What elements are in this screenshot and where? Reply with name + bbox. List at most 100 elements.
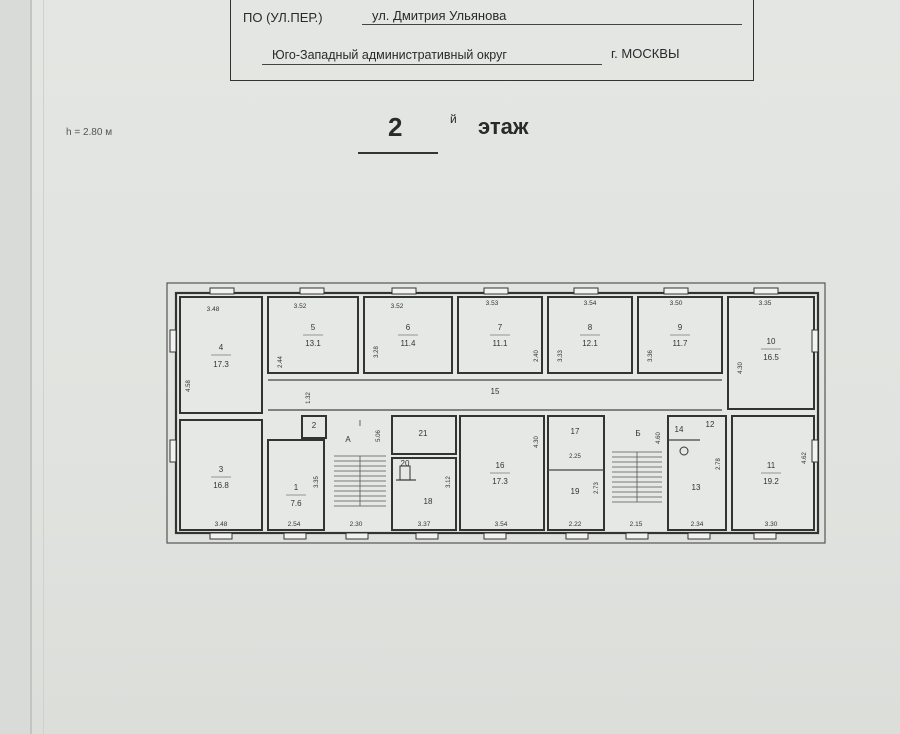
room-number: 16 xyxy=(496,461,505,470)
room-number: 11 xyxy=(767,461,776,470)
dimension-label: 3.12 xyxy=(446,476,452,488)
wall-room-21 xyxy=(391,415,457,455)
wall-room-4 xyxy=(179,296,263,414)
street-value: ул. Дмитрия Ульянова xyxy=(372,8,507,23)
room-number: 12 xyxy=(706,420,715,429)
wall-room-13 xyxy=(667,415,727,531)
dimension-label: 4.62 xyxy=(802,452,808,464)
dimension-label: 3.50 xyxy=(670,300,683,307)
room-number: 4 xyxy=(219,343,224,352)
wall-room-6 xyxy=(363,296,453,374)
floor-number-underline xyxy=(358,152,438,154)
room-number: 8 xyxy=(588,323,593,332)
window xyxy=(209,532,233,540)
room-number: 18 xyxy=(424,497,433,506)
wall-room-3 xyxy=(179,419,263,531)
room-area: 16.5 xyxy=(763,353,779,362)
wall-room-16 xyxy=(459,415,545,531)
wall-room-9 xyxy=(637,296,723,374)
toilet-fixture xyxy=(399,465,411,481)
ceiling-height-note: h = 2.80 м xyxy=(66,127,113,138)
district-value: Юго-Западный административный округ xyxy=(272,48,507,62)
wall-room-17-19 xyxy=(547,415,605,531)
dimension-label: 2.40 xyxy=(534,350,540,362)
room-number: 21 xyxy=(419,429,428,438)
dimension-label: 1.32 xyxy=(306,392,312,404)
room-number: 5 xyxy=(311,323,316,332)
room-number: 3 xyxy=(219,465,224,474)
dimension-label: 4.30 xyxy=(738,362,744,374)
staircase-a xyxy=(334,455,386,507)
room-number: 20 xyxy=(401,459,410,468)
window xyxy=(753,287,779,295)
window xyxy=(663,287,689,295)
dimension-label: 4.58 xyxy=(186,380,192,392)
dimension-label: 3.48 xyxy=(207,306,220,313)
room-number: 2 xyxy=(312,421,317,430)
dimension-label: 3.35 xyxy=(759,300,772,307)
room-number: 7 xyxy=(498,323,503,332)
district-underline xyxy=(262,64,602,65)
window xyxy=(169,439,177,463)
title-block xyxy=(230,0,754,81)
floor-number: 2 xyxy=(388,112,403,142)
dimension-label: 5.06 xyxy=(376,430,382,442)
wall-room-1 xyxy=(267,439,325,531)
dimensions-vertical: 4.58 2.44 3.28 2.40 3.33 3.36 4.30 1.32 … xyxy=(186,346,808,494)
dimension-label: 4.60 xyxy=(656,432,662,444)
dimension-label: 2.54 xyxy=(288,521,301,528)
dimension-label: 3.30 xyxy=(765,521,778,528)
window xyxy=(811,439,819,463)
walls xyxy=(179,296,815,531)
fixture-14 xyxy=(679,446,689,456)
staircase-b xyxy=(612,451,662,503)
sheet-fold xyxy=(43,0,44,734)
wall-room-8 xyxy=(547,296,633,374)
room-area: 11.7 xyxy=(673,339,689,348)
dimension-label: 3.52 xyxy=(294,303,307,310)
wall-room-5 xyxy=(267,296,359,374)
wall-room-2 xyxy=(301,415,327,439)
dimension-label: 3.54 xyxy=(584,300,597,307)
window xyxy=(415,532,439,540)
room-number: А xyxy=(345,435,351,444)
window xyxy=(811,329,819,353)
dimension-label: 3.36 xyxy=(648,350,654,362)
window xyxy=(391,287,417,295)
room-area: 13.1 xyxy=(305,339,321,348)
room-area: 17.3 xyxy=(492,477,508,486)
windows xyxy=(169,287,819,540)
room-area: 11.1 xyxy=(493,339,509,348)
dimension-label: 3.52 xyxy=(391,303,404,310)
room-number: 6 xyxy=(406,323,411,332)
window xyxy=(283,532,307,540)
room-area: 12.1 xyxy=(582,339,598,348)
room-area: 17.3 xyxy=(213,360,229,369)
room-area: 16.8 xyxy=(213,481,229,490)
dimension-label: 2.34 xyxy=(691,521,704,528)
room-labels: 4 17.3 5 13.1 6 11.4 7 11.1 8 12.1 9 11.… xyxy=(211,323,781,508)
wall-room-10 xyxy=(727,296,815,410)
wall-room-11 xyxy=(731,415,815,531)
street-label: ПО (УЛ.ПЕР.) xyxy=(243,10,323,25)
room-area: 19.2 xyxy=(763,477,779,486)
window xyxy=(209,287,235,295)
room-number: 19 xyxy=(571,487,580,496)
dimension-label: 2.25 xyxy=(569,454,581,460)
dimension-label: 2.22 xyxy=(569,521,582,528)
dimension-label: 3.35 xyxy=(314,476,320,488)
room-number: I xyxy=(359,419,361,428)
dimensions-top: 3.48 3.52 3.52 3.53 3.54 3.50 3.35 xyxy=(207,300,772,313)
wall-room-7 xyxy=(457,296,543,374)
dimension-label: 2.30 xyxy=(350,521,363,528)
street-underline xyxy=(362,24,742,25)
plan-outer-frame xyxy=(166,282,826,544)
room-number: 9 xyxy=(678,323,683,332)
window xyxy=(345,532,369,540)
wall-room-18 xyxy=(391,457,457,531)
sheet-edge xyxy=(30,0,32,734)
window xyxy=(483,532,507,540)
city-value: г. МОСКВЫ xyxy=(611,46,680,61)
room-number: Б xyxy=(635,429,640,438)
